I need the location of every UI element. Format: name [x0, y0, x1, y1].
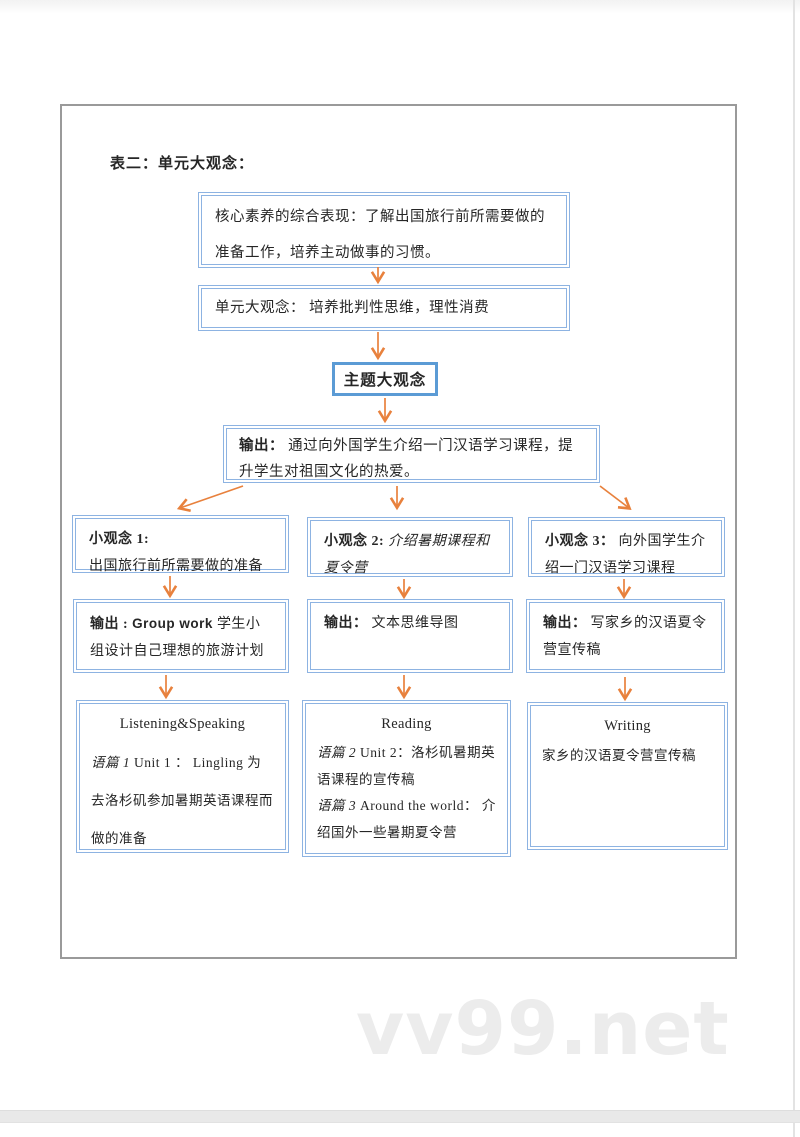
core-competency-text: 核心素养的综合表现：了解出国旅行前所需要做的准备工作，培养主动做事的习惯。: [215, 209, 545, 261]
listening-speaking-box: Listening&Speaking 语篇 1 Unit 1 ： Linglin…: [76, 700, 289, 853]
text-2-description: Unit 2：洛杉矶暑期英语课程的宣传稿: [317, 745, 496, 787]
writing-description: 家乡的汉语夏令营宣传稿: [542, 748, 696, 763]
table-title: 表二：单元大观念：: [110, 156, 255, 172]
output-1-text: 学生小组设计自己理想的旅游计划: [90, 617, 264, 659]
reading-heading: Reading: [381, 716, 432, 732]
text-2-line: 语篇 2 Unit 2：洛杉矶暑期英语课程的宣传稿: [317, 740, 496, 793]
watermark: vv99.net: [356, 986, 730, 1072]
text-2-tag: 语篇 2: [317, 745, 357, 760]
unit-big-idea-box: 单元大观念： 培养批判性思维，理性消费: [198, 285, 570, 331]
sub-idea-1-label: 小观念 1:: [89, 532, 150, 547]
output-2-box: 输出： 文本思维导图: [307, 599, 513, 673]
page-break-band: [0, 1110, 800, 1123]
output-1-en: Group work: [132, 616, 213, 631]
output-3-label: 输出：: [543, 616, 587, 631]
sub-idea-1-box: 小观念 1: 出国旅行前所需要做的准备: [72, 515, 289, 574]
text-3-line: 语篇 3 Around the world： 介绍国外一些暑期夏令营: [317, 793, 496, 846]
output-3-text: 写家乡的汉语夏令营宣传稿: [543, 616, 707, 658]
sub-idea-2-label: 小观念 2:: [324, 534, 385, 549]
theme-big-idea-text: 主题大观念: [343, 372, 427, 389]
text-1-description: Unit 1 ： Lingling 为去洛杉矶参加暑期英语课程而做的准备: [91, 755, 273, 846]
output-3-box: 输出： 写家乡的汉语夏令营宣传稿: [526, 599, 725, 673]
main-output-box: 输出： 通过向外国学生介绍一门汉语学习课程，提升学生对祖国文化的热爱。: [223, 425, 600, 483]
text-3-tag: 语篇 3: [317, 798, 357, 813]
writing-box: Writing 家乡的汉语夏令营宣传稿: [527, 702, 728, 850]
sub-idea-3-text: 向外国学生介绍一门汉语学习课程: [545, 534, 706, 576]
main-output-label: 输出：: [239, 438, 284, 454]
reading-box: Reading 语篇 2 Unit 2：洛杉矶暑期英语课程的宣传稿 语篇 3 A…: [302, 700, 511, 857]
main-output-text: 通过向外国学生介绍一门汉语学习课程，提升学生对祖国文化的热爱。: [239, 438, 574, 480]
output-1-label: 输出 :: [90, 617, 129, 632]
sub-idea-3-box: 小观念 3： 向外国学生介绍一门汉语学习课程: [528, 517, 725, 577]
sub-idea-2-text: 介绍暑期课程和夏令营: [324, 534, 490, 576]
unit-big-idea-text: 单元大观念： 培养批判性思维，理性消费: [215, 300, 490, 316]
text-1-tag: 语篇 1: [91, 755, 131, 770]
output-2-text: 文本思维导图: [371, 616, 459, 631]
theme-big-idea-box: 主题大观念: [332, 362, 438, 396]
page-right-edge: [793, 0, 795, 1137]
listening-speaking-heading: Listening&Speaking: [119, 716, 246, 732]
core-competency-box: 核心素养的综合表现：了解出国旅行前所需要做的准备工作，培养主动做事的习惯。: [198, 192, 570, 268]
page-top-shadow: [0, 0, 800, 14]
sub-idea-1-text: 出国旅行前所需要做的准备: [89, 559, 263, 574]
sub-idea-3-label: 小观念 3：: [545, 534, 615, 549]
text-3-description: Around the world： 介绍国外一些暑期夏令营: [317, 798, 496, 840]
sub-idea-2-box: 小观念 2: 介绍暑期课程和夏令营: [307, 517, 513, 577]
output-1-box: 输出 : Group work 学生小组设计自己理想的旅游计划: [73, 599, 289, 673]
writing-heading: Writing: [604, 718, 651, 734]
output-2-label: 输出：: [324, 616, 368, 631]
